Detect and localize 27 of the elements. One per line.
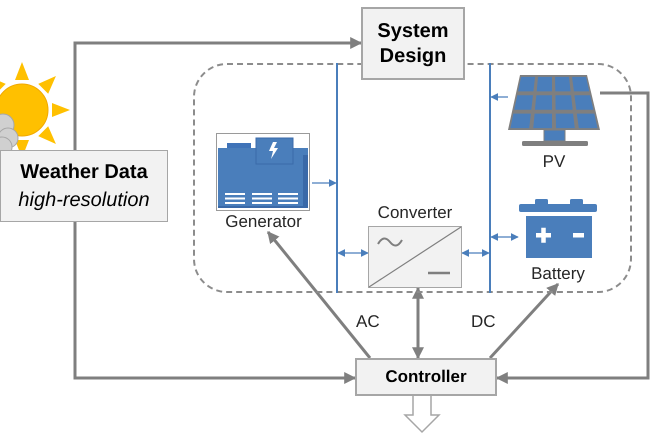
double-arrow [337,249,369,257]
process-box [361,7,465,80]
bus-label: AC [356,312,380,332]
arrow [74,222,356,384]
component-label: Generator [225,212,302,232]
process-box [355,358,497,396]
arrow [496,92,650,384]
double-arrow [490,233,519,241]
component-label: PV [542,152,566,172]
box-label: Controller [385,366,467,388]
data-box [0,150,168,222]
arrow [74,37,362,150]
bus-line [489,63,490,293]
bus-label: DC [471,312,496,332]
component-label: Converter [378,203,452,223]
double-arrow [461,249,490,257]
arrow [488,282,560,360]
box-title: Weather Data [20,160,148,185]
block-arrow [403,395,441,434]
arrow [490,93,508,101]
arrow [266,231,372,359]
bus-line [336,63,338,293]
component-label: Battery [531,264,585,284]
double-arrow [412,286,424,360]
box-label: System Design [376,18,450,68]
arrow [312,179,337,187]
box-subtitle: high-resolution [18,188,150,213]
